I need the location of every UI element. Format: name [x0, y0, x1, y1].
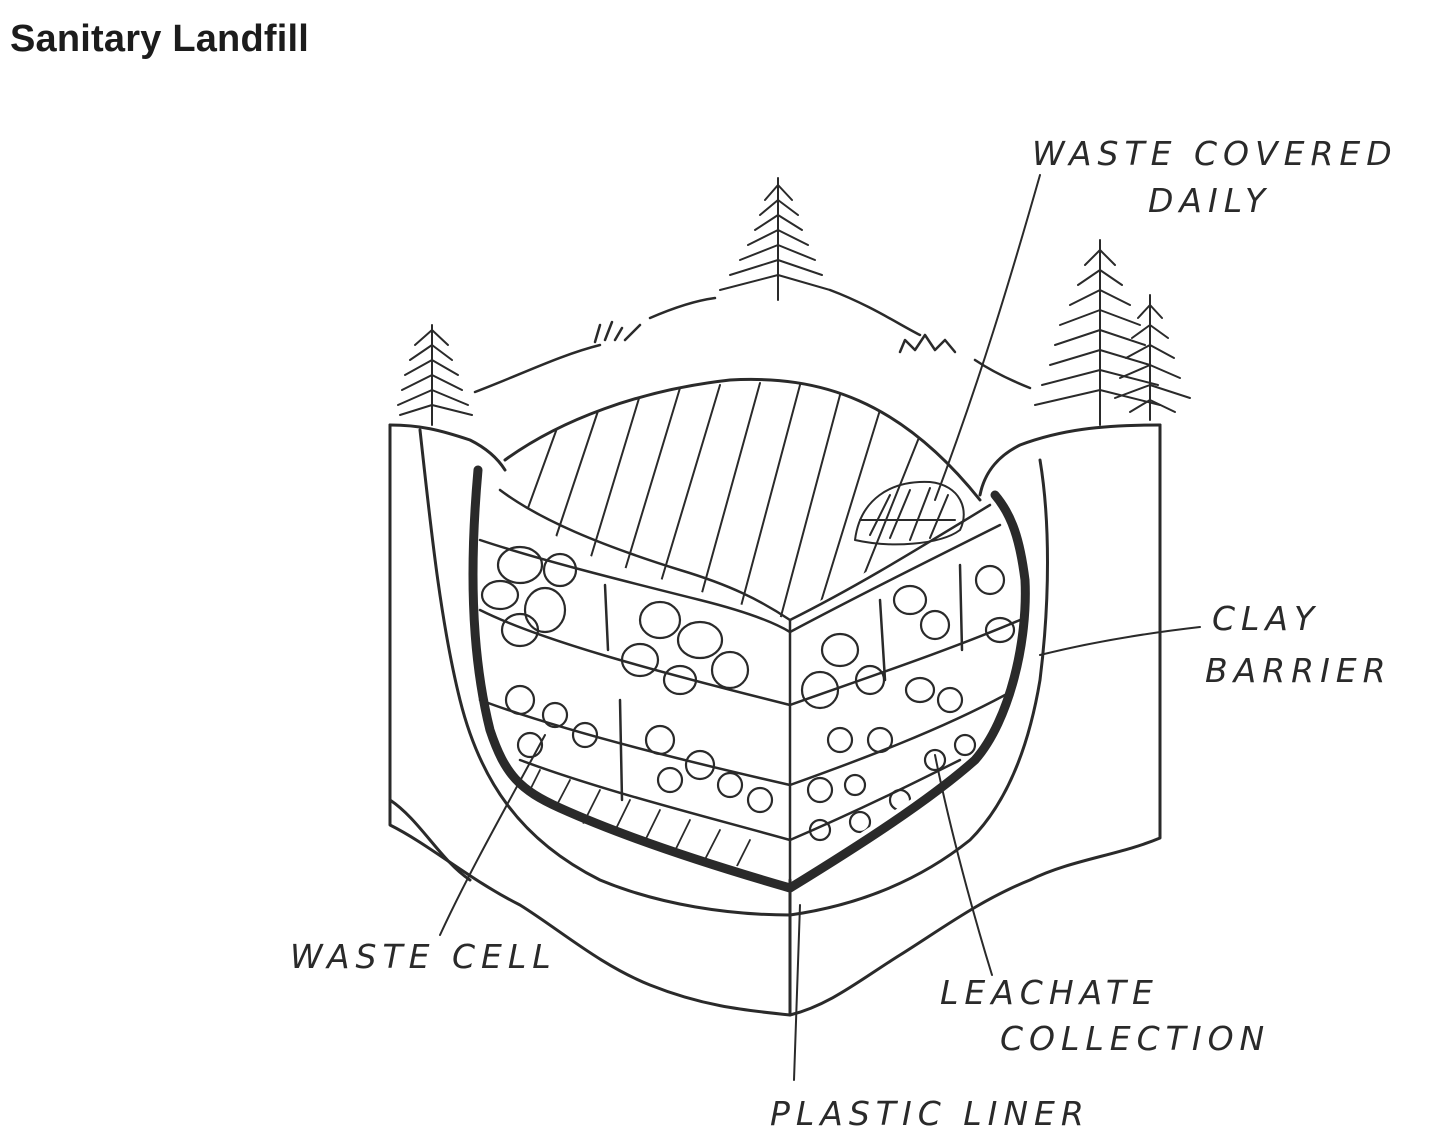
label-clay-line2: BARRIER — [1205, 651, 1392, 690]
landfill-cap — [478, 377, 1002, 634]
page-title: Sanitary Landfill — [10, 18, 310, 60]
label-leachate-line1: LEACHATE — [940, 973, 1159, 1012]
label-waste-covered-line2: DAILY — [1148, 181, 1271, 220]
waste-bags — [480, 545, 774, 814]
label-waste-covered-line1: WASTE COVERED — [1032, 134, 1398, 173]
tree-right-large — [1034, 239, 1161, 426]
label-plastic-liner: PLASTIC LINER — [770, 1094, 1090, 1133]
tree-right-small — [1114, 294, 1191, 421]
waste-layers — [478, 563, 1022, 892]
label-leachate-line2: COLLECTION — [1000, 1019, 1270, 1058]
leader-lines — [439, 174, 1201, 1081]
ground-surface — [473, 288, 1032, 394]
tree-center — [719, 177, 831, 301]
label-clay-line1: CLAY — [1212, 599, 1320, 638]
daily-cover-patch — [854, 480, 965, 546]
label-waste-cell: WASTE CELL — [290, 937, 557, 976]
ground-block — [388, 423, 1162, 1017]
tree-left — [397, 324, 473, 426]
